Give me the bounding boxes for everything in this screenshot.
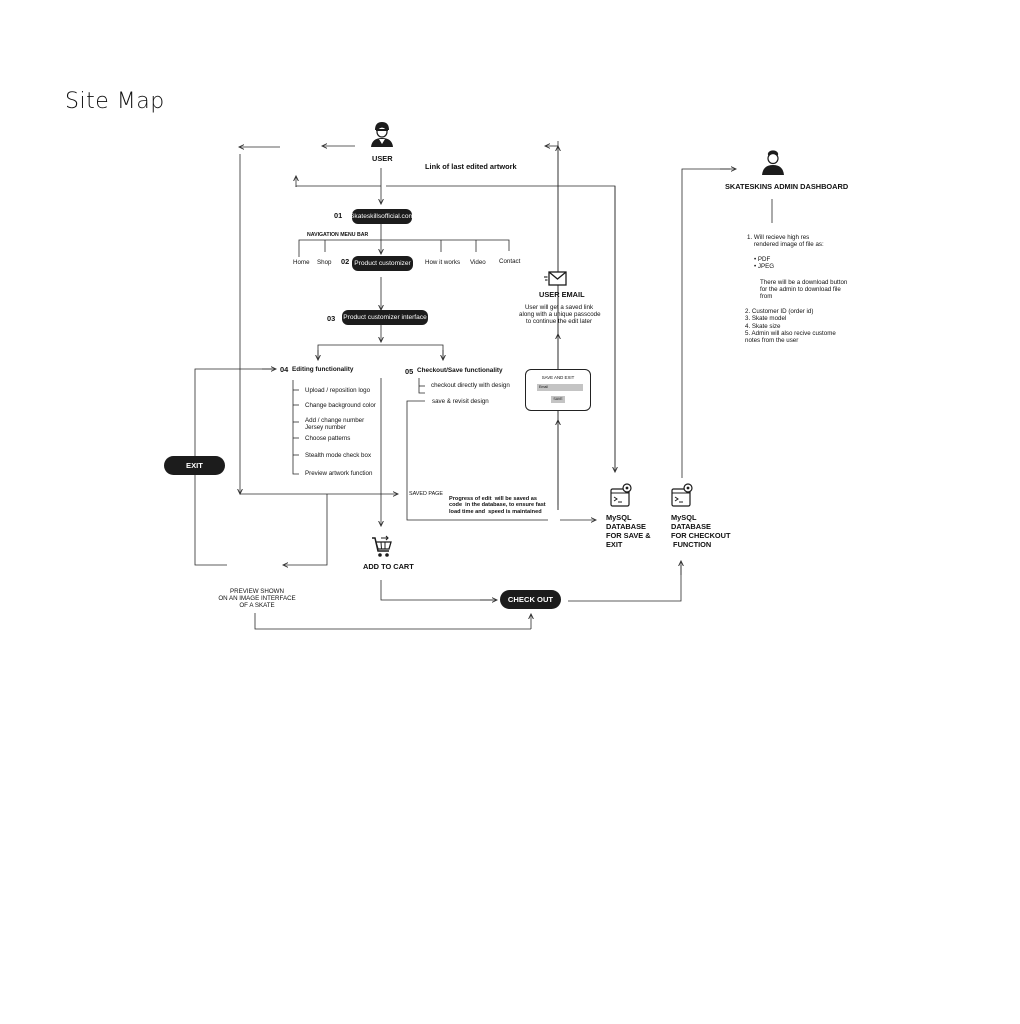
admin-download-note: There will be a download button for the …: [760, 279, 848, 301]
save-button[interactable]: SAVE: [551, 396, 565, 403]
nav-shop: Shop: [317, 259, 332, 266]
edit-item-upload-logo: Upload / reposition logo: [305, 387, 371, 394]
admin-dashboard-title: SKATESKINS ADMIN DASHBOARD: [725, 182, 849, 191]
checkout-save-label: Checkout/Save functionality: [417, 367, 503, 374]
nav-menu-bar-label: NAVIGATION MENU BAR: [307, 232, 369, 238]
step-02-number: 02: [341, 257, 350, 266]
user-email-title: USER EMAIL: [539, 290, 585, 299]
product-customizer-pill: Product customizer: [352, 256, 413, 271]
step-03-number: 03: [327, 314, 336, 323]
customizer-interface-pill: Product customizer interface: [342, 310, 428, 325]
checkout-button[interactable]: CHECK OUT: [500, 590, 561, 609]
site-url-pill: Skateskillsofficial.com: [350, 209, 414, 224]
preview-note: PREVIEW SHOWN ON AN IMAGE INTERFACE OF A…: [218, 588, 296, 610]
nav-menu-bar: [298, 239, 510, 257]
user-email-desc: User will get a saved link along with a …: [519, 304, 601, 326]
save-email-input[interactable]: Email: [537, 384, 583, 391]
nav-contact: Contact: [499, 258, 521, 265]
save-dialog-title: SAVE AND EXIT: [541, 375, 575, 380]
nav-video: Video: [470, 259, 486, 266]
line-user-loop: [295, 185, 381, 187]
admin-format-pdf: • PDF: [754, 256, 771, 263]
progress-note: Progress of edit will be saved as code i…: [449, 496, 546, 515]
edit-item-stealth-mode: Stealth mode check box: [305, 452, 372, 459]
step-04-number: 04: [280, 365, 289, 374]
exit-button[interactable]: EXIT: [164, 456, 225, 475]
step-01-number: 01: [334, 211, 343, 220]
cart-icon: [372, 535, 392, 557]
admin-item-4: 4. Skate size: [745, 323, 781, 330]
database-checkout-icon: [671, 483, 693, 507]
admin-item-5: 5. Admin will also recive custome notes …: [745, 330, 836, 345]
option-checkout-directly: checkout directly with design: [431, 382, 510, 389]
step-05-number: 05: [405, 367, 414, 376]
db-save-exit-label: MySQL DATABASE FOR SAVE & EXIT: [606, 513, 651, 549]
user-label: USER: [372, 154, 393, 163]
admin-item-1: 1. Will recieve high res rendered image …: [747, 234, 824, 249]
nav-how-it-works: How it works: [425, 259, 461, 266]
add-to-cart-label: ADD TO CART: [363, 562, 414, 571]
option-save-revisit: save & revisit design: [432, 398, 489, 405]
last-edited-link-label: Link of last edited artwork: [425, 162, 517, 171]
user-avatar-icon: [371, 122, 393, 147]
edit-item-bg-color: Change background color: [305, 402, 376, 409]
admin-item-3: 3. Skate model: [745, 315, 787, 322]
edit-item-preview: Preview artwork function: [305, 470, 373, 477]
admin-avatar-icon: [762, 150, 784, 175]
page-title: Site Map: [65, 89, 165, 114]
admin-format-jpeg: • JPEG: [754, 263, 775, 270]
database-save-icon: [610, 483, 632, 507]
nav-home: Home: [293, 259, 310, 266]
admin-item-2: 2. Customer ID (order id): [745, 308, 814, 315]
edit-item-number: Add / change number Jersey number: [305, 417, 365, 432]
db-checkout-label: MySQL DATABASE FOR CHECKOUT FUNCTION: [671, 513, 731, 549]
save-exit-dialog: SAVE AND EXIT Email SAVE: [525, 369, 591, 411]
email-icon: [544, 271, 567, 286]
edit-item-patterns: Choose patterns: [305, 435, 351, 442]
editing-functionality-label: Editing functionality: [292, 366, 354, 373]
saved-page-label: SAVED PAGE: [409, 491, 443, 497]
